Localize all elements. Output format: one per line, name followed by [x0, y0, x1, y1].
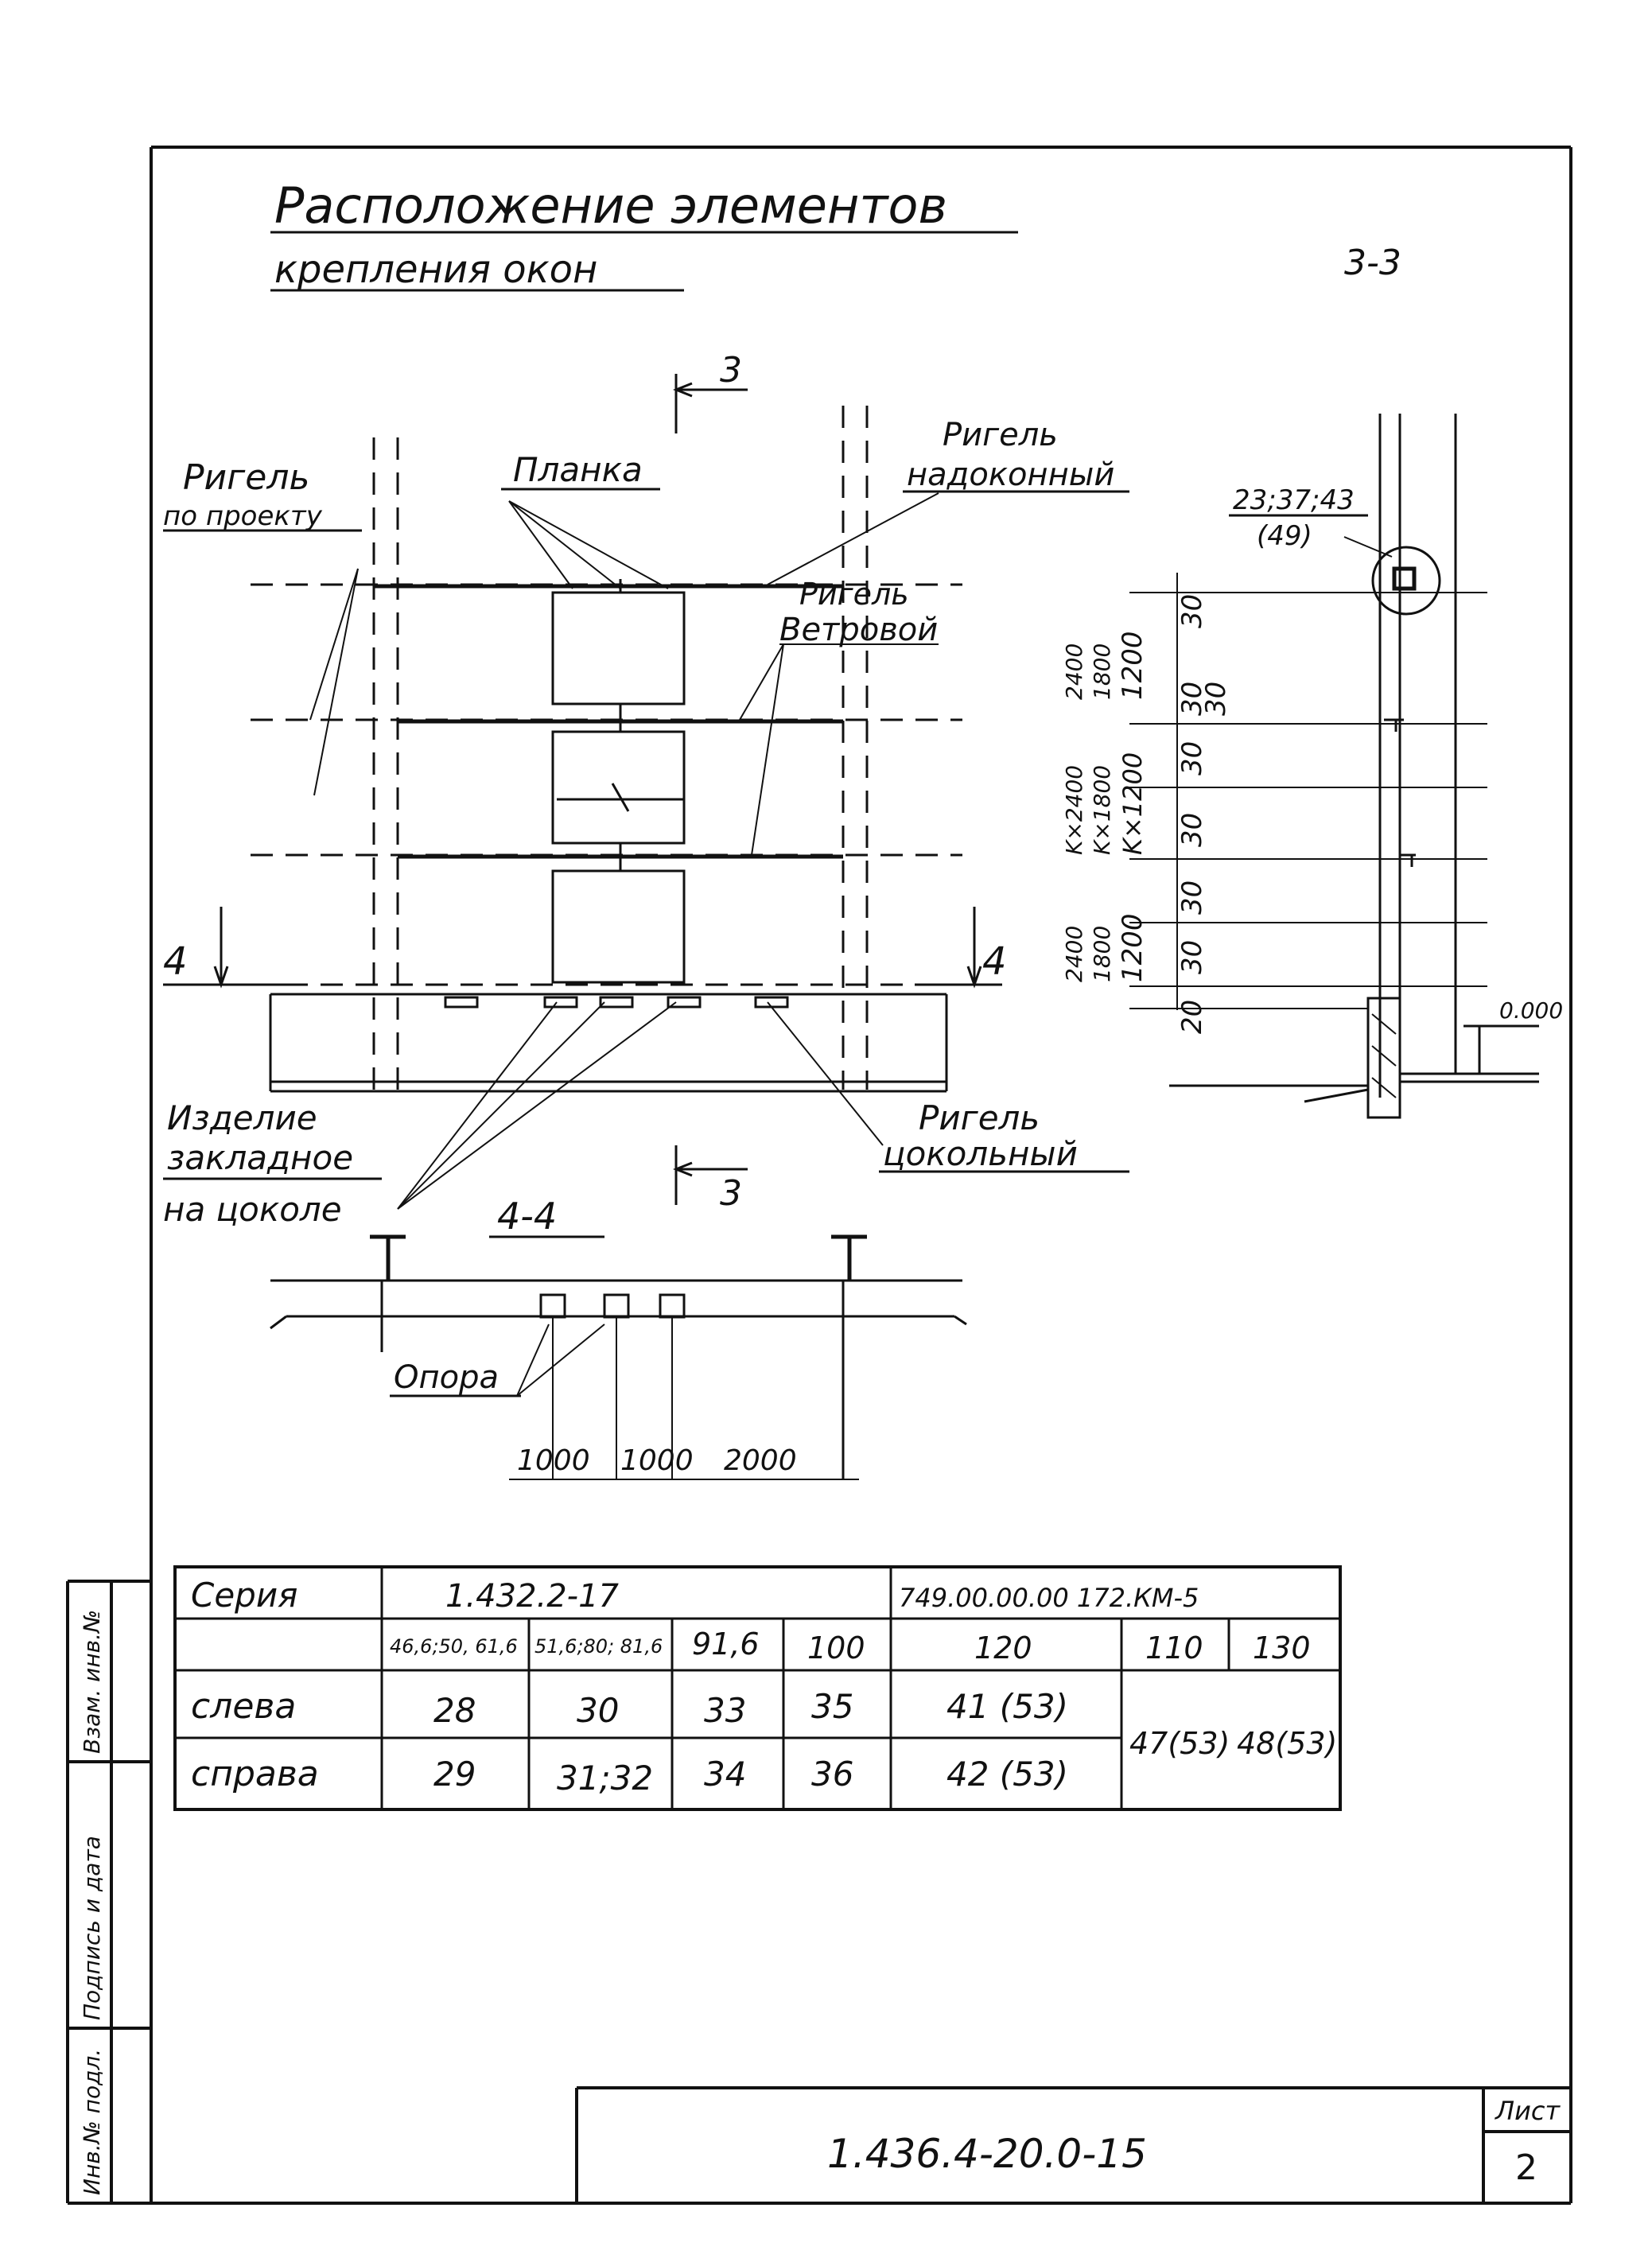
label-planka: Планка: [513, 450, 643, 489]
cut-mark-left-4: 4: [163, 939, 188, 984]
section-3-3-view: [1129, 414, 1539, 1119]
table-cell-r2c3: 34: [704, 1755, 746, 1794]
dim-30-d: 30: [1176, 741, 1208, 775]
dim-bot-1800: 1800: [1089, 926, 1115, 982]
table-merged-b: 48(53): [1237, 1726, 1337, 1761]
dim-30-c: 30: [1200, 682, 1232, 716]
level-mark: 0.000: [1499, 997, 1563, 1024]
table-col-1: 46,6;50, 61,6: [390, 1635, 518, 1658]
stamp-inv-podl: Инв.№ подл.: [79, 2049, 105, 2195]
section-4-4-view: [270, 1234, 967, 1480]
dim-mid-k1800: K×1800: [1089, 765, 1115, 855]
table-col-7: 130: [1253, 1631, 1311, 1665]
doc-number: 1.436.4-20.0-15: [827, 2131, 1147, 2177]
cut-mark-right-4: 4: [982, 939, 1007, 984]
dim-mid-k2400: K×2400: [1061, 765, 1087, 855]
dim-30-f: 30: [1176, 880, 1208, 915]
stamp-podpis-data: Подпись и дата: [79, 1836, 105, 2020]
table-col-2: 51,6;80; 81,6: [534, 1635, 663, 1658]
dim-top-2400: 2400: [1061, 643, 1087, 700]
dim-20: 20: [1176, 1000, 1208, 1034]
page-title-line2: крепления окон: [274, 247, 597, 292]
dim-30-g: 30: [1176, 940, 1208, 974]
dim-2000: 2000: [724, 1444, 797, 1477]
section-mark-33: 3-3: [1344, 243, 1401, 283]
table-cell-r1c5: 41 (53): [946, 1687, 1068, 1726]
table-cell-r1c4: 35: [811, 1687, 853, 1726]
cut-mark-top-3: 3: [720, 350, 742, 391]
dim-30-a: 30: [1176, 594, 1208, 628]
dim-30-e: 30: [1176, 813, 1208, 847]
table-row-header: Серия: [191, 1576, 297, 1615]
table-row-sleva: слева: [191, 1686, 296, 1727]
callout-49: (49): [1257, 520, 1312, 552]
table-col-5: 120: [974, 1631, 1032, 1665]
dim-1000-a: 1000: [517, 1444, 590, 1477]
dim-top-1800: 1800: [1089, 643, 1115, 700]
label-rigel-po-proektu-1: Ригель: [183, 457, 309, 498]
table-cell-r2c2: 31;32: [557, 1759, 653, 1798]
label-opora: Опора: [394, 1359, 499, 1396]
label-rigel-tsokolny-2: цокольный: [883, 1134, 1078, 1173]
table-col-6: 110: [1145, 1631, 1203, 1665]
table-col-4: 100: [807, 1631, 865, 1665]
sheet-number: 2: [1515, 2147, 1537, 2188]
elevation-view: [163, 374, 1002, 1210]
table-col-3: 91,6: [692, 1627, 760, 1662]
stamp-vzam-inv: Взам. инв.№: [79, 1610, 105, 1754]
label-rigel-tsokolny-1: Ригель: [919, 1098, 1040, 1137]
label-rigel-vetrovoy-2: Ветровой: [779, 612, 938, 648]
table-cell-r1c1: 28: [433, 1691, 476, 1730]
label-izdelie-2: закладное: [167, 1138, 353, 1177]
label-izdelie-1: Изделие: [167, 1098, 317, 1137]
label-rigel-vetrovoy-1: Ригель: [799, 577, 909, 612]
page-title-line1: Расположение элементов: [274, 177, 947, 235]
title-block: [575, 2086, 1571, 2203]
section-4-4-title: 4-4: [497, 1195, 557, 1238]
label-izdelie-3: на цоколе: [163, 1190, 342, 1229]
label-rigel-nadokonny-2: надоконный: [907, 457, 1114, 493]
sheet-frame: [66, 146, 1572, 2205]
table-series-b: 749.00.00.00 172.КМ-5: [899, 1583, 1199, 1613]
table-row-sprava: справа: [191, 1754, 319, 1794]
table-cell-r2c1: 29: [433, 1755, 476, 1794]
dim-30-b: 30: [1176, 682, 1208, 716]
label-rigel-nadokonny-1: Ригель: [943, 417, 1058, 453]
dim-mid-k1200: K×1200: [1118, 752, 1148, 855]
table-merged-a: 47(53): [1129, 1726, 1230, 1761]
series-table: [173, 1565, 1342, 1811]
table-cell-r1c2: 30: [577, 1691, 619, 1730]
dim-bot-1200: 1200: [1117, 913, 1149, 982]
label-rigel-po-proektu-2: по проекту: [163, 500, 323, 532]
cut-mark-bottom-3: 3: [720, 1173, 742, 1214]
table-cell-r2c5: 42 (53): [946, 1755, 1068, 1794]
table-cell-r2c4: 36: [811, 1755, 853, 1794]
dim-top-1200: 1200: [1117, 631, 1149, 700]
dim-1000-b: 1000: [620, 1444, 694, 1477]
callout-23-37-43: 23;37;43: [1233, 484, 1355, 516]
sheet-label: Лист: [1495, 2096, 1561, 2126]
dim-bot-2400: 2400: [1061, 926, 1087, 982]
table-series-a: 1.432.2-17: [445, 1578, 620, 1615]
table-cell-r1c3: 33: [704, 1691, 746, 1730]
